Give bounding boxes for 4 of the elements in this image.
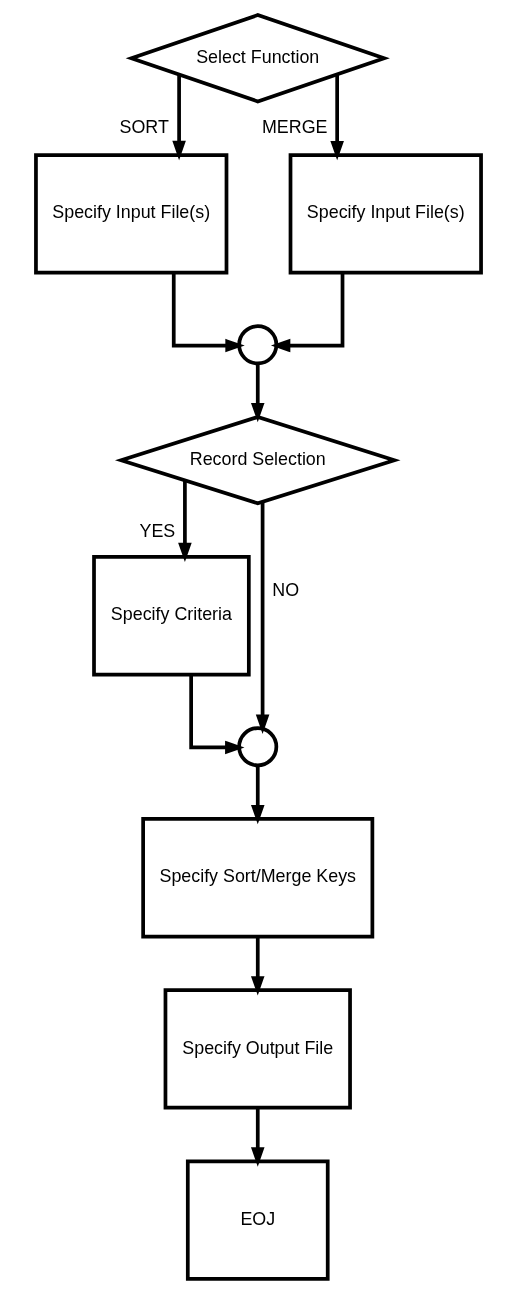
edge-label: YES bbox=[139, 520, 176, 541]
edge-label: SORT bbox=[119, 116, 169, 137]
edge-label: MERGE bbox=[261, 116, 328, 137]
edge-label: NO bbox=[272, 579, 300, 600]
